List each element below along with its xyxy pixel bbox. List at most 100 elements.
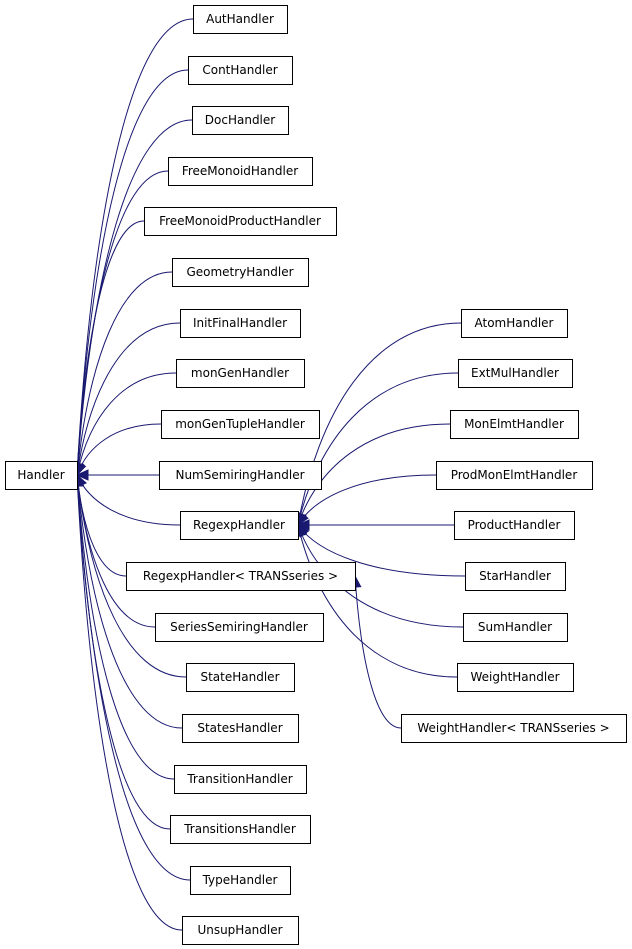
edge-product-to-regexp	[296, 519, 454, 531]
node-weight-trans-box	[401, 714, 627, 743]
edge-freemonoidproduct-to-handler-line	[76, 220, 145, 476]
node-seriessemiring-label: SeriesSemiringHandler	[170, 620, 308, 634]
edge-weight-trans-to-regexp-trans-line	[354, 575, 402, 729]
edge-numsemiring-to-handler	[75, 469, 160, 481]
node-weight-trans-label: WeightHandler< TRANSseries >	[417, 721, 609, 735]
node-regexp[interactable]: RegexpHandler	[180, 511, 299, 540]
node-freemonoidproduct-box	[144, 207, 337, 236]
node-handler-label: Handler	[17, 468, 64, 482]
node-cont-label: ContHandler	[202, 63, 277, 77]
edge-initfinal-to-handler-line	[76, 322, 181, 476]
edge-numsemiring-to-handler-arrowhead	[75, 469, 89, 481]
node-mongen[interactable]: monGenHandler	[176, 359, 305, 388]
node-weight-trans[interactable]: WeightHandler< TRANSseries >	[401, 714, 627, 743]
edge-mongentuple-to-handler-line	[76, 423, 162, 476]
node-prodmonelmt[interactable]: ProdMonElmtHandler	[436, 461, 593, 490]
node-product-label: ProductHandler	[468, 518, 561, 532]
node-weight[interactable]: WeightHandler	[457, 663, 574, 692]
node-transition-label: TransitionHandler	[186, 772, 292, 786]
node-doc-box	[192, 106, 289, 135]
node-unsup[interactable]: UnsupHandler	[182, 916, 299, 945]
node-type[interactable]: TypeHandler	[190, 866, 291, 895]
node-mongen-box	[176, 359, 305, 388]
edge-freemonoid-to-handler-line	[76, 170, 169, 476]
edge-aut-to-handler-line	[76, 18, 194, 476]
node-initfinal-label: InitFinalHandler	[193, 316, 287, 330]
edge-type-to-handler-line	[76, 474, 191, 881]
node-weight-label: WeightHandler	[470, 670, 559, 684]
node-states-box	[182, 714, 299, 743]
node-states-label: StatesHandler	[197, 721, 282, 735]
node-initfinal[interactable]: InitFinalHandler	[180, 309, 301, 338]
node-star[interactable]: StarHandler	[465, 562, 566, 591]
node-doc[interactable]: DocHandler	[192, 106, 289, 135]
node-regexp-trans-box	[126, 562, 356, 591]
node-geometry[interactable]: GeometryHandler	[172, 258, 309, 287]
node-star-box	[465, 562, 566, 591]
node-regexp-trans[interactable]: RegexpHandler< TRANSseries >	[126, 562, 356, 591]
node-transitions-label: TransitionsHandler	[183, 822, 296, 836]
node-freemonoidproduct-label: FreeMonoidProductHandler	[159, 214, 321, 228]
node-atom-box	[461, 309, 568, 338]
edge-transition-to-handler-line	[76, 474, 175, 780]
node-initfinal-box	[180, 309, 301, 338]
node-freemonoid-label: FreeMonoidHandler	[182, 164, 298, 178]
node-numsemiring-box	[159, 461, 322, 490]
node-sum[interactable]: SumHandler	[463, 613, 568, 642]
node-numsemiring[interactable]: NumSemiringHandler	[159, 461, 322, 490]
node-doc-label: DocHandler	[205, 113, 275, 127]
node-state-box	[186, 663, 295, 692]
node-unsup-box	[182, 916, 299, 945]
node-geometry-box	[172, 258, 309, 287]
edge-aut-to-handler	[71, 18, 194, 477]
node-transitions-box	[170, 815, 311, 844]
node-seriessemiring[interactable]: SeriesSemiringHandler	[155, 613, 324, 642]
node-transition-box	[174, 765, 307, 794]
edge-cont-to-handler-line	[76, 69, 189, 476]
node-regexp-trans-label: RegexpHandler< TRANSseries >	[143, 569, 338, 583]
node-extmul[interactable]: ExtMulHandler	[458, 359, 573, 388]
node-regexp-box	[180, 511, 299, 540]
edge-weight-to-regexp	[294, 523, 458, 678]
node-cont[interactable]: ContHandler	[188, 56, 293, 85]
node-unsup-label: UnsupHandler	[197, 923, 282, 937]
node-sum-box	[463, 613, 568, 642]
node-atom-label: AtomHandler	[475, 316, 554, 330]
node-type-box	[190, 866, 291, 895]
edge-seriessemiring-to-handler-line	[76, 474, 156, 628]
node-monelmt-label: MonElmtHandler	[464, 417, 564, 431]
node-weight-box	[457, 663, 574, 692]
node-mongentuple-box	[161, 410, 320, 439]
edge-weight-to-regexp-line	[297, 524, 458, 678]
node-monelmt-box	[450, 410, 579, 439]
node-product[interactable]: ProductHandler	[454, 511, 575, 540]
edge-star-to-regexp-line	[297, 524, 466, 577]
node-transition[interactable]: TransitionHandler	[174, 765, 307, 794]
node-monelmt[interactable]: MonElmtHandler	[450, 410, 579, 439]
edge-extmul-to-regexp-line	[297, 372, 459, 526]
node-numsemiring-label: NumSemiringHandler	[175, 468, 304, 482]
edge-geometry-to-handler	[72, 271, 173, 477]
node-extmul-box	[458, 359, 573, 388]
edge-geometry-to-handler-line	[76, 271, 173, 476]
node-transitions[interactable]: TransitionsHandler	[170, 815, 311, 844]
edge-weight-trans-to-regexp-trans	[349, 574, 402, 729]
node-mongentuple[interactable]: monGenTupleHandler	[161, 410, 320, 439]
edge-state-to-handler-line	[76, 474, 187, 678]
edge-states-to-handler	[72, 473, 183, 729]
node-atom[interactable]: AtomHandler	[461, 309, 568, 338]
node-freemonoid-box	[168, 157, 313, 186]
node-type-label: TypeHandler	[202, 873, 278, 887]
node-freemonoidproduct[interactable]: FreeMonoidProductHandler	[144, 207, 337, 236]
edge-sum-to-regexp-line	[297, 524, 464, 628]
node-mongentuple-label: monGenTupleHandler	[175, 417, 305, 431]
node-handler[interactable]: Handler	[5, 461, 78, 490]
node-state[interactable]: StateHandler	[186, 663, 295, 692]
node-extmul-label: ExtMulHandler	[471, 366, 559, 380]
node-freemonoid[interactable]: FreeMonoidHandler	[168, 157, 313, 186]
edge-monelmt-to-regexp-line	[297, 423, 451, 526]
edge-prodmonelmt-to-regexp-line	[297, 474, 437, 526]
node-states[interactable]: StatesHandler	[182, 714, 299, 743]
node-aut[interactable]: AutHandler	[193, 5, 288, 34]
